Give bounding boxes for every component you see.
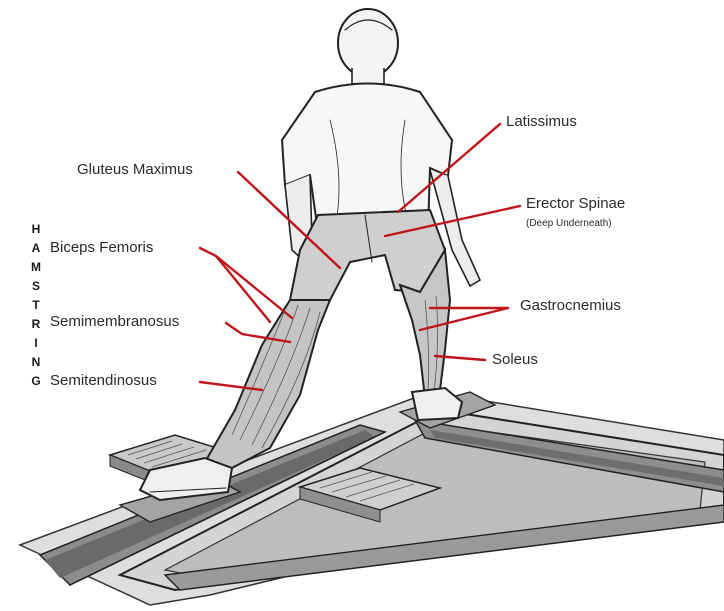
- label-biceps-femoris: Biceps Femoris: [50, 239, 153, 256]
- label-gastrocnemius: Gastrocnemius: [520, 297, 621, 314]
- label-latissimus: Latissimus: [506, 113, 577, 130]
- hamstring-letter: M: [31, 260, 41, 274]
- label-soleus: Soleus: [492, 351, 538, 368]
- hamstring-letter: N: [32, 355, 41, 369]
- leader-biceps-femoris-2: [216, 256, 270, 322]
- leader-biceps-femoris-1: [200, 248, 292, 318]
- hamstring-vertical-label: H A M S T R I N G: [31, 222, 41, 388]
- hamstring-letter: T: [32, 298, 40, 312]
- hamstring-letter: G: [31, 374, 40, 388]
- label-gluteus-maximus: Gluteus Maximus: [77, 161, 193, 178]
- hamstring-letter: S: [32, 279, 40, 293]
- hamstring-letter: I: [34, 336, 37, 350]
- label-erector-spinae: Erector Spinae: [526, 195, 625, 212]
- label-semitendinosus: Semitendinosus: [50, 372, 157, 389]
- label-erector-spinae-note: (Deep Underneath): [526, 218, 612, 229]
- stretch-platform: [20, 392, 724, 605]
- hamstring-letter: R: [32, 317, 41, 331]
- hamstring-letter: H: [32, 222, 41, 236]
- hamstring-letter: A: [32, 241, 41, 255]
- label-semimembranosus: Semimembranosus: [50, 313, 179, 330]
